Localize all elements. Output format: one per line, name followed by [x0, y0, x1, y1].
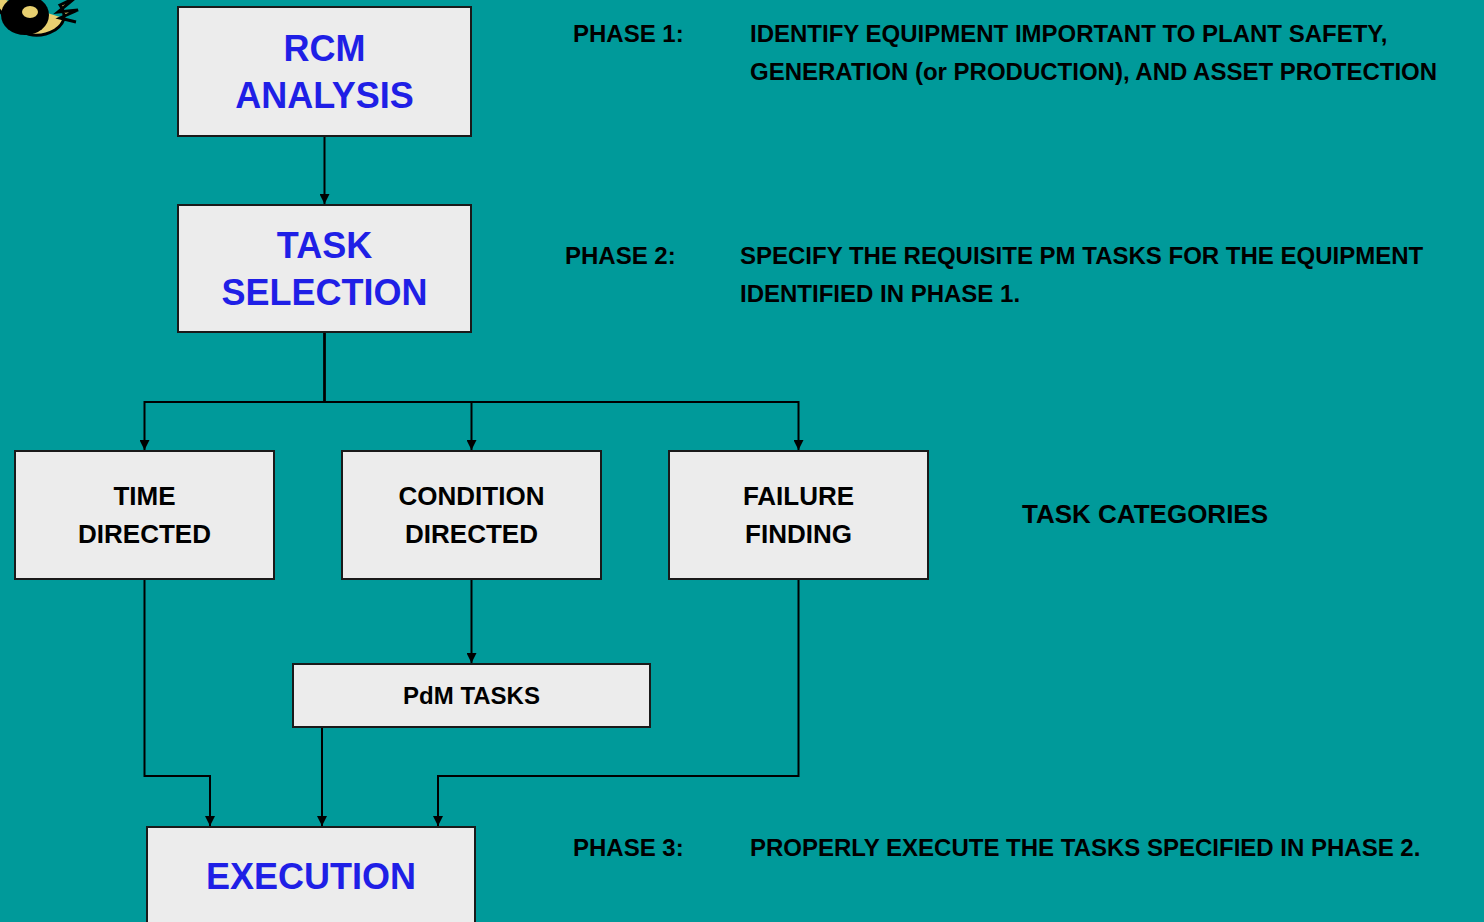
- category-box: TIME DIRECTED: [14, 450, 275, 580]
- process-box: TASK SELECTION: [177, 204, 472, 333]
- process-box: EXECUTION: [146, 826, 476, 922]
- phase-text: PROPERLY EXECUTE THE TASKS SPECIFIED IN …: [750, 829, 1470, 867]
- node-text: FAILURE FINDING: [699, 477, 899, 553]
- eye-logo: [0, 0, 80, 60]
- task-box: PdM TASKS: [292, 663, 651, 728]
- node-text: PdM TASKS: [403, 681, 540, 711]
- flow-arrow: [325, 333, 799, 450]
- phase-label: PHASE 2:: [565, 237, 745, 275]
- category-box: FAILURE FINDING: [668, 450, 929, 580]
- flow-arrow: [324, 137, 326, 204]
- flow-arrow: [471, 580, 473, 663]
- flow-arrow: [145, 580, 211, 826]
- category-heading: TASK CATEGORIES: [1022, 495, 1442, 533]
- phase-label: PHASE 3:: [573, 829, 753, 867]
- node-text: CONDITION DIRECTED: [372, 477, 572, 553]
- node-text: EXECUTION: [206, 853, 416, 900]
- phase-text: IDENTIFY EQUIPMENT IMPORTANT TO PLANT SA…: [750, 15, 1480, 91]
- node-text: TASK SELECTION: [205, 222, 445, 316]
- flow-arrow: [321, 728, 323, 826]
- flow-arrow: [145, 333, 325, 450]
- phase-label: PHASE 1:: [573, 15, 753, 53]
- phase-text: SPECIFY THE REQUISITE PM TASKS FOR THE E…: [740, 237, 1460, 313]
- category-box: CONDITION DIRECTED: [341, 450, 602, 580]
- process-box: RCM ANALYSIS: [177, 6, 472, 137]
- node-text: TIME DIRECTED: [45, 477, 245, 553]
- flow-arrow: [325, 333, 472, 450]
- node-text: RCM ANALYSIS: [205, 25, 445, 119]
